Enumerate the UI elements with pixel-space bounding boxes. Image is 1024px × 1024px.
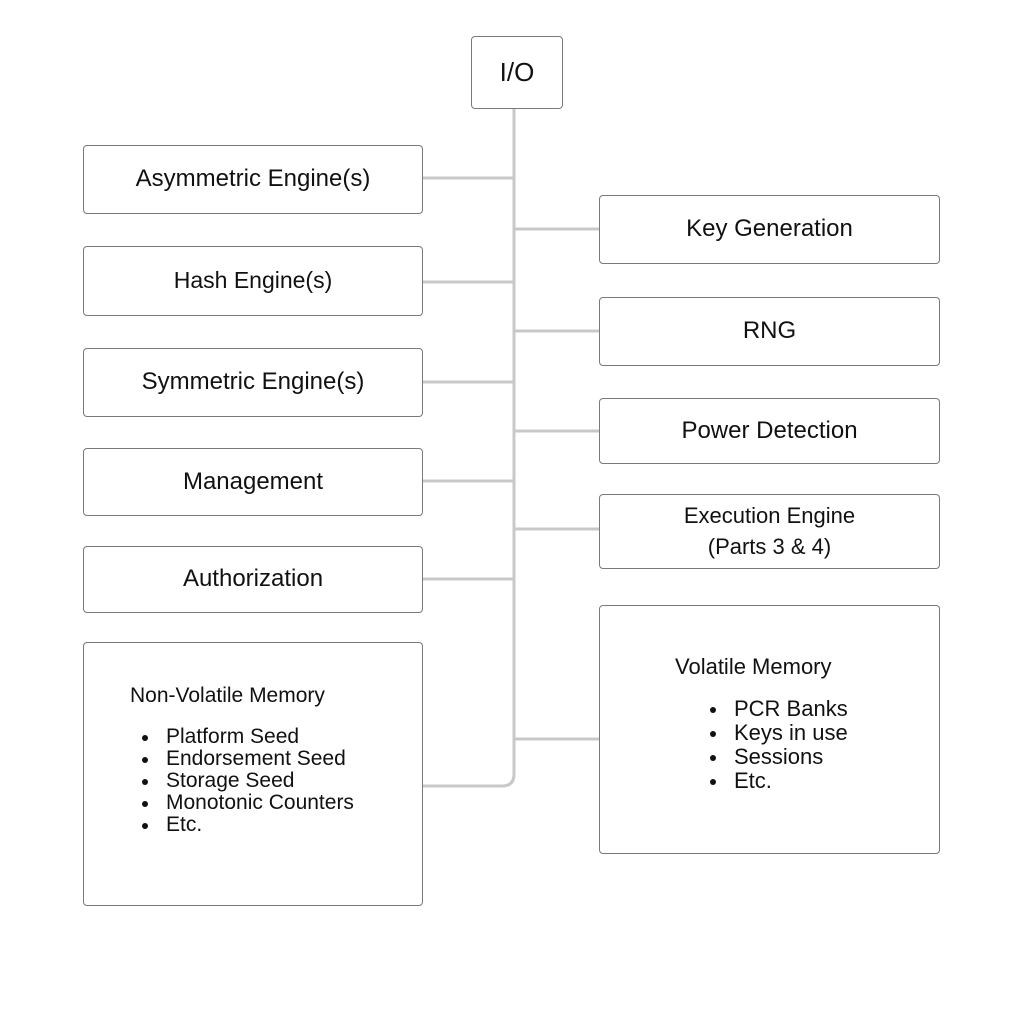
bullet-icon	[710, 731, 716, 738]
asymmetric-engine-box: Asymmetric Engine(s)	[83, 145, 423, 214]
power-detection-label: Power Detection	[681, 416, 858, 444]
hash-engine-label: Hash Engine(s)	[173, 267, 333, 294]
non-volatile-memory-box: Non-Volatile Memory Platform Seed Endors…	[83, 642, 423, 906]
bullet-icon	[710, 755, 716, 762]
list-item: Etc.	[710, 769, 939, 793]
list-item: Sessions	[710, 745, 939, 769]
bullet-icon	[710, 779, 716, 786]
execution-engine-box: Execution Engine (Parts 3 & 4)	[599, 494, 940, 569]
list-item: Keys in use	[710, 721, 939, 745]
volatile-memory-box: Volatile Memory PCR Banks Keys in use Se…	[599, 605, 940, 854]
management-label: Management	[182, 467, 324, 495]
bullet-icon	[142, 823, 148, 830]
execution-engine-label: Execution Engine	[683, 502, 856, 528]
execution-engine-sublabel: (Parts 3 & 4)	[707, 533, 832, 559]
asymmetric-engine-label: Asymmetric Engine(s)	[135, 165, 371, 193]
bullet-icon	[142, 801, 148, 808]
power-detection-box: Power Detection	[599, 398, 940, 464]
bullet-icon	[142, 757, 148, 764]
non-volatile-memory-title: Non-Volatile Memory	[130, 684, 325, 707]
bullet-icon	[142, 779, 148, 786]
list-item: Etc.	[142, 814, 422, 836]
main-bus-line	[423, 108, 516, 788]
io-box: I/O	[471, 36, 563, 109]
bullet-icon	[710, 707, 716, 714]
management-box: Management	[83, 448, 423, 516]
rng-box: RNG	[599, 297, 940, 366]
rng-label: RNG	[742, 317, 797, 345]
list-item: PCR Banks	[710, 697, 939, 721]
list-item: Monotonic Counters	[142, 792, 422, 814]
key-generation-label: Key Generation	[686, 215, 853, 243]
symmetric-engine-label: Symmetric Engine(s)	[141, 368, 365, 396]
list-item: Storage Seed	[142, 770, 422, 792]
list-item: Endorsement Seed	[142, 748, 422, 770]
volatile-memory-list: PCR Banks Keys in use Sessions Etc.	[710, 697, 939, 793]
key-generation-box: Key Generation	[599, 195, 940, 264]
bullet-icon	[142, 735, 148, 742]
io-label: I/O	[499, 56, 535, 87]
volatile-memory-title: Volatile Memory	[675, 654, 832, 679]
non-volatile-memory-list: Platform Seed Endorsement Seed Storage S…	[142, 726, 422, 836]
hash-engine-box: Hash Engine(s)	[83, 246, 423, 316]
authorization-label: Authorization	[182, 565, 324, 593]
list-item: Platform Seed	[142, 726, 422, 748]
symmetric-engine-box: Symmetric Engine(s)	[83, 348, 423, 417]
authorization-box: Authorization	[83, 546, 423, 613]
